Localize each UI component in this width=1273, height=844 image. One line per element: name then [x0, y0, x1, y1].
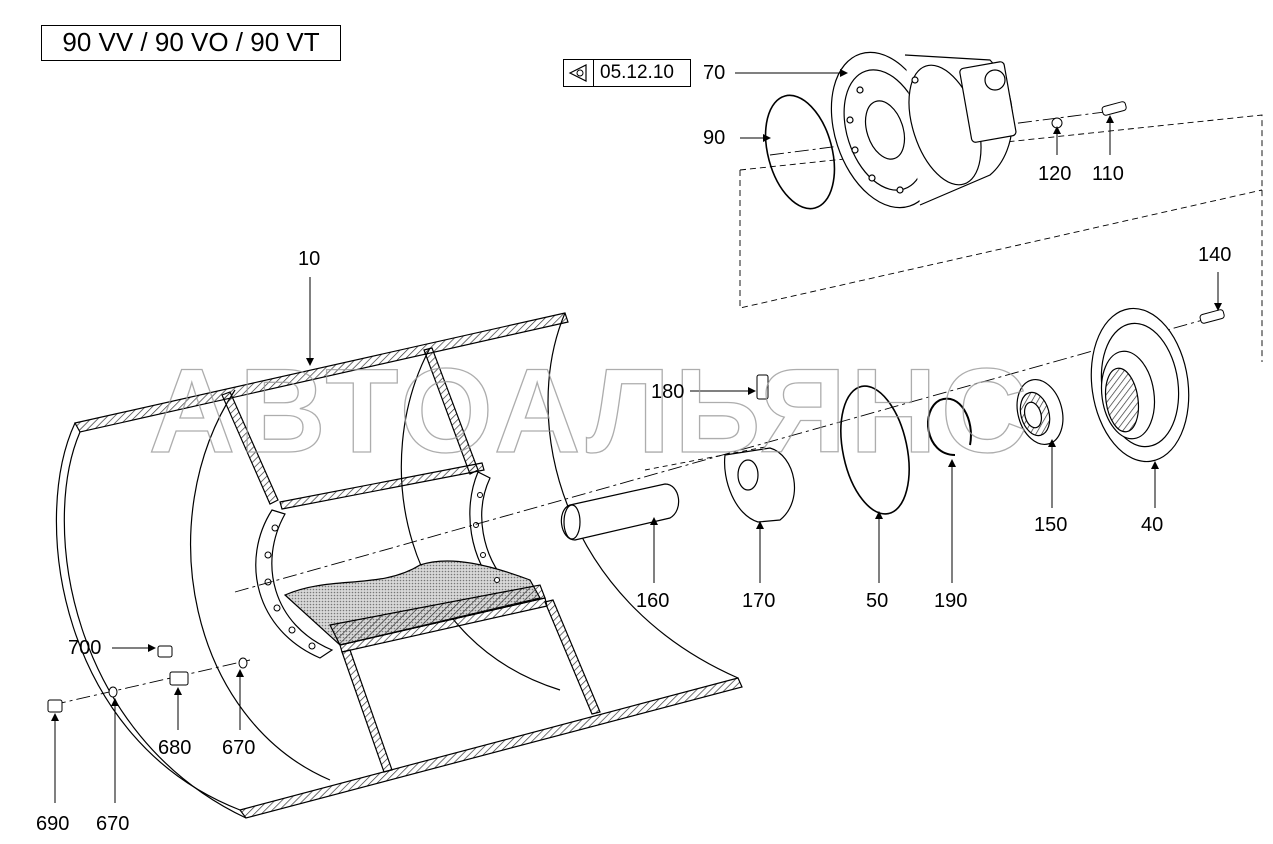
clamp-170 — [723, 447, 795, 523]
subassembly-frame-lower — [739, 170, 1263, 309]
bearing-150 — [1016, 379, 1064, 445]
diagram-title: 90 VV / 90 VO / 90 VT — [41, 25, 341, 61]
plug-690 — [47, 699, 63, 713]
fitting-700 — [157, 645, 173, 658]
callout-50: 50 — [866, 590, 889, 612]
callout-150: 150 — [1034, 514, 1068, 536]
o-ring-90 — [764, 94, 836, 210]
callout-120: 120 — [1038, 163, 1072, 185]
callout-160: 160 — [636, 590, 670, 612]
bolt-140 — [1199, 309, 1225, 324]
callout-670-a: 670 — [222, 737, 256, 759]
bolt-110 — [1101, 101, 1127, 116]
callout-680: 680 — [158, 737, 192, 759]
hub-flange — [1090, 307, 1190, 463]
view-reference-text: 05.12.10 — [600, 62, 674, 83]
nut-120 — [1051, 117, 1063, 129]
callout-180: 180 — [651, 381, 685, 403]
washer-670a — [238, 657, 248, 669]
callout-70: 70 — [703, 62, 726, 84]
view-reference-icon — [564, 60, 594, 86]
callout-90: 90 — [703, 127, 726, 149]
callout-140: 140 — [1198, 244, 1232, 266]
screw-180 — [756, 374, 769, 400]
leader-lines — [51, 69, 1222, 803]
view-reference: 05.12.10 — [563, 59, 691, 87]
callout-670-b: 670 — [96, 813, 130, 835]
assembly-axis — [234, 317, 1211, 593]
callout-690: 690 — [36, 813, 70, 835]
callout-170: 170 — [742, 590, 776, 612]
callout-700: 700 — [68, 637, 102, 659]
callout-40: 40 — [1141, 514, 1164, 536]
drum-shell — [55, 312, 743, 819]
lower-axis — [51, 659, 251, 706]
callout-10: 10 — [298, 248, 321, 270]
o-ring-50 — [840, 385, 910, 515]
callout-190: 190 — [934, 590, 968, 612]
circlip-190 — [927, 397, 972, 456]
subassembly-frame-link — [644, 446, 766, 471]
callout-110: 110 — [1092, 163, 1124, 185]
washer-670b — [108, 686, 118, 698]
shaft-160 — [560, 483, 680, 541]
fitting-680 — [169, 671, 189, 686]
watermark: АВТОАЛЬЯНС — [149, 344, 1032, 478]
hydraulic-motor — [830, 51, 1017, 209]
